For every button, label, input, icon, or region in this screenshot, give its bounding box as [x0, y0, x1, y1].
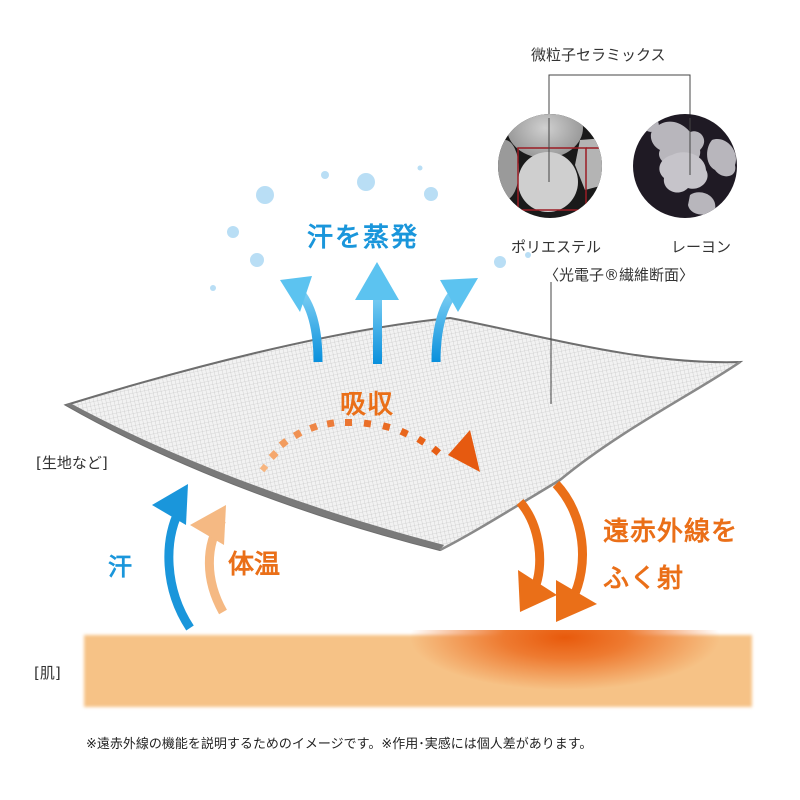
sweat-arrow: [152, 484, 194, 631]
absorb-arrow: [259, 419, 480, 473]
fabric-label: [生地など]: [36, 454, 108, 472]
evaporate-sweat-label: 汗を蒸発: [307, 223, 420, 253]
arrow-head-1: [518, 570, 557, 612]
evaporate-arrows: [280, 262, 478, 364]
fiber-cross-section-caption: 〈光電子®繊維断面〉: [544, 266, 695, 284]
rayon-label: レーヨン: [671, 238, 732, 256]
skin-heated-area: [410, 630, 720, 705]
far-infrared-label-line1: 遠赤外線を: [603, 517, 739, 547]
polyester-label: ポリエステル: [511, 238, 602, 256]
disclaimer-footnote: ※遠赤外線の機能を説明するためのイメージです。※作用･実感には個人差があります。: [86, 737, 593, 752]
absorb-label: 吸収: [340, 390, 395, 420]
arrow-up-left-icon: [280, 276, 323, 363]
body-heat-arrow: [190, 505, 227, 615]
body-heat-label: 体温: [228, 550, 281, 580]
rayon-micrograph: [633, 114, 737, 218]
skin-label: [肌]: [34, 664, 61, 682]
arrow-up-right-icon: [431, 278, 478, 363]
arrow-head-2: [556, 580, 597, 622]
vapor-bubbles: [210, 165, 531, 291]
ceramics-callout-label: 微粒子セラミックス: [531, 46, 666, 64]
polyester-micrograph: [498, 114, 602, 218]
far-infrared-label-line2: ふく射: [603, 564, 685, 594]
arrow-up-center-icon: [355, 262, 399, 364]
sweat-label: 汗: [108, 553, 132, 581]
